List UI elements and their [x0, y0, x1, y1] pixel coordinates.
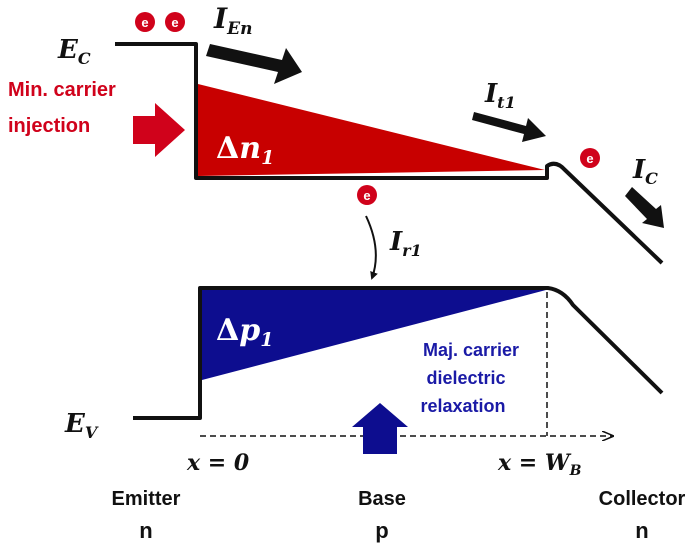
region-name-collector: Collector — [599, 488, 686, 510]
region-type-base: p — [375, 518, 388, 543]
injection-arrow-icon — [133, 103, 185, 157]
it1-arrow-icon — [472, 112, 546, 142]
region-name-base: Base — [358, 488, 406, 510]
ien-label: IEn — [213, 2, 252, 39]
ev-label: EV — [64, 409, 99, 442]
delta-n1-label: Δn1 — [216, 131, 274, 169]
x-zero-label: x = 0 — [186, 450, 250, 476]
region-type-collector: n — [635, 518, 648, 543]
svg-text:e: e — [141, 15, 148, 30]
electron-icon: e — [357, 185, 377, 205]
region-name-emitter: Emitter — [112, 488, 181, 510]
hole-excess-triangle — [202, 290, 546, 380]
delta-p1-label: Δp1 — [216, 313, 274, 351]
injection-label-line2: injection — [8, 115, 90, 137]
electron-icon: e — [165, 12, 185, 32]
relaxation-label-line1: Maj. carrier — [423, 340, 519, 360]
conduction-band-line — [115, 42, 664, 265]
svg-text:e: e — [586, 151, 593, 166]
svg-text:e: e — [363, 188, 370, 203]
ic-arrow-icon — [625, 187, 664, 228]
injection-label-line1: Min. carrier — [8, 79, 116, 101]
ien-arrow-icon — [206, 44, 302, 84]
relaxation-arrow-icon — [352, 403, 408, 454]
ic-label: IC — [632, 155, 658, 188]
x-wb-label: x = WB — [497, 450, 582, 479]
electron-icon: e — [135, 12, 155, 32]
ir1-label: Ir1 — [389, 227, 422, 260]
valence-band-line — [133, 286, 664, 420]
relaxation-label-line2: dielectric — [426, 368, 505, 388]
electron-excess-triangle — [198, 84, 545, 176]
relaxation-label-line3: relaxation — [420, 396, 505, 416]
ec-label: EC — [57, 35, 91, 68]
electron-icon: e — [580, 148, 600, 168]
it1-label: It1 — [484, 79, 516, 112]
region-type-emitter: n — [139, 518, 152, 543]
svg-text:e: e — [171, 15, 178, 30]
ir1-curved-arrow-icon — [365, 215, 378, 280]
